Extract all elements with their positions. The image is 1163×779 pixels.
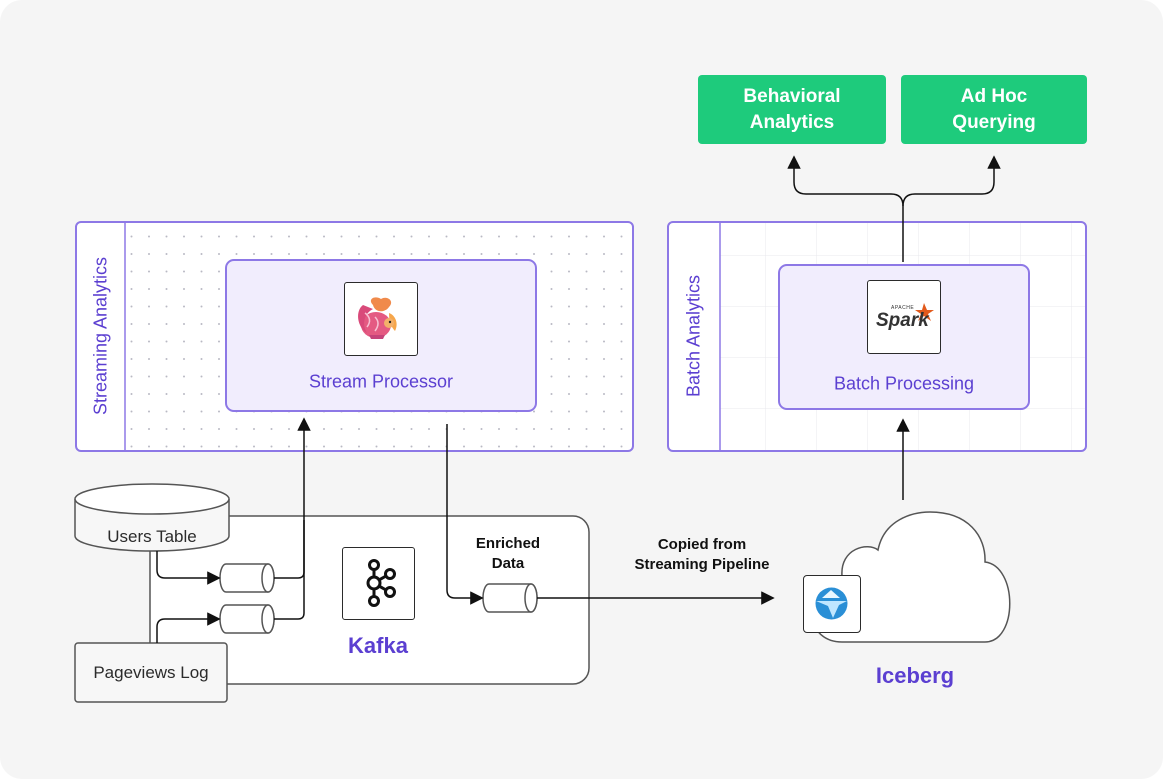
spark-logo-small-text: APACHE [891, 305, 915, 311]
batch-processing-logo-card: APACHE Spark [867, 280, 941, 354]
squirrel-icon [358, 297, 397, 339]
batch-to-outputs [787, 155, 904, 262]
stream-processor-label: Stream Processor [308, 371, 454, 392]
users-table-connector [156, 551, 221, 585]
spark-logo-large-text: Spark [876, 310, 929, 331]
pageviews-log-box[interactable] [74, 642, 228, 703]
batch-processing-label: Batch Processing [833, 373, 975, 394]
pageviews-log-label: Pageviews Log [93, 663, 209, 682]
users-table-label: Users Table [107, 527, 197, 546]
kafka-logo-card [342, 547, 415, 620]
users-table-cylinder[interactable] [74, 483, 230, 552]
pageviews-connector [156, 612, 221, 643]
pageviews-topic-to-processor [274, 520, 305, 620]
kafka-title: Kafka [348, 633, 408, 658]
iceberg-icon [815, 587, 848, 620]
streaming-analytics-title: Streaming Analytics [90, 256, 111, 416]
enriched-data-label: Enriched Data [475, 535, 541, 572]
stream-processor-logo-card [344, 282, 418, 356]
pageviews-topic[interactable] [219, 604, 275, 634]
processor-to-enriched [446, 424, 484, 605]
batch-analytics-title: Batch Analytics [683, 274, 704, 398]
iceberg-logo-card [803, 575, 861, 633]
behavioral-analytics-box[interactable]: Behavioral Analytics [698, 75, 886, 144]
kafka-icon [366, 559, 396, 607]
users-topic[interactable] [219, 563, 275, 593]
spark-logo-icon: APACHE Spark [874, 299, 936, 339]
ad-hoc-querying-box[interactable]: Ad Hoc Querying [901, 75, 1087, 144]
iceberg-title: Iceberg [875, 663, 955, 688]
enriched-topic[interactable] [482, 583, 538, 613]
copy-label: Copied from Streaming Pipeline [634, 536, 770, 573]
